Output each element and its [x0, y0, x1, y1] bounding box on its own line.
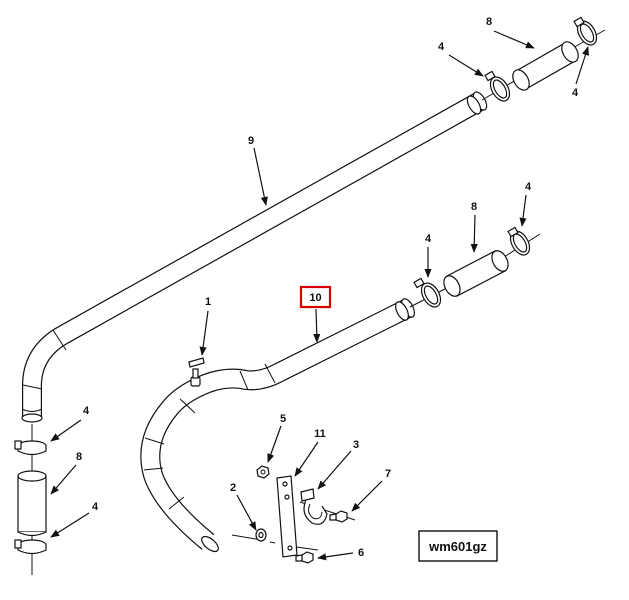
nut-part-5 [256, 465, 270, 479]
hose-clamp-top-right [573, 16, 598, 46]
callout-1: 1 [205, 296, 211, 308]
bolt-part-7 [329, 510, 348, 523]
callout-4-top-right: 4 [572, 87, 579, 99]
bracket-part-11 [276, 475, 298, 558]
callouts: 1 2 3 4 4 4 4 4 4 5 6 7 8 8 8 9 11 10 [76, 16, 579, 559]
hose-clamp-mid-right [507, 226, 531, 256]
callout-10: 10 [309, 292, 321, 304]
callout-8-lower: 8 [76, 451, 82, 463]
callout-6: 6 [358, 547, 364, 559]
hose-clamp-top-left [484, 70, 511, 102]
callout-3: 3 [353, 439, 359, 451]
callout-8-mid: 8 [471, 201, 477, 213]
drawing-code-label: wm601gz [428, 539, 487, 554]
hose-top-part-8 [512, 41, 579, 91]
hose-lower-part-8 [17, 470, 47, 537]
callout-4-mid-left: 4 [425, 233, 432, 245]
callout-2: 2 [230, 482, 236, 494]
callout-11: 11 [314, 428, 326, 440]
tube-upper-part-9 [21, 92, 485, 423]
pipe-clip-part-3 [300, 488, 328, 525]
hose-clamp-lower-bottom [14, 539, 47, 555]
callout-4-mid-right: 4 [525, 181, 532, 193]
callout-8-top: 8 [486, 16, 492, 28]
hose-clamp-lower-top [14, 440, 47, 456]
hose-clamp-mid-left [413, 277, 442, 308]
bleed-valve-part-1 [188, 357, 205, 387]
callout-10-highlight-box [299, 285, 332, 309]
hose-mid-part-8 [443, 250, 509, 297]
drawing-code-box: wm601gz [418, 530, 498, 562]
callout-4-top-left: 4 [438, 41, 445, 53]
callout-4-lower-bottom: 4 [92, 501, 99, 513]
leader-lines [50, 30, 589, 561]
callout-9: 9 [248, 135, 254, 147]
callout-4-lower-top: 4 [83, 405, 90, 417]
bolt-part-6 [295, 551, 314, 564]
tube-upper-end-collar [466, 91, 488, 115]
callout-5: 5 [280, 413, 286, 425]
washer-part-2 [255, 528, 267, 542]
callout-7: 7 [385, 468, 391, 480]
